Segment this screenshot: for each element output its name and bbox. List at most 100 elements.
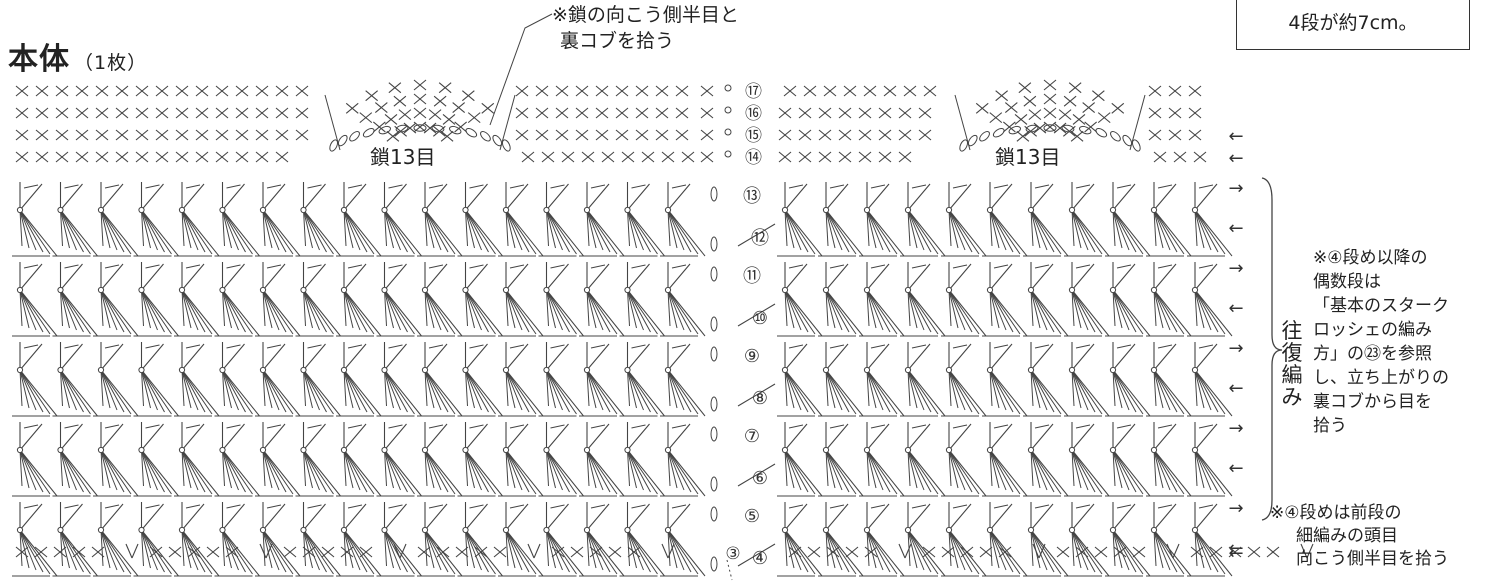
junction-dot <box>1068 206 1076 214</box>
row-number: ⑪ <box>743 266 761 287</box>
junction-dot <box>624 206 631 214</box>
increase-mark <box>259 543 267 559</box>
junction-dot <box>904 446 912 454</box>
junction-dot <box>340 526 348 534</box>
junction-dot <box>138 206 145 214</box>
arc-outline <box>1129 94 1146 151</box>
junction-dot <box>945 206 953 214</box>
top-note-line: 裏コブを拾う <box>560 30 675 52</box>
junction-dot <box>781 446 789 454</box>
diag-connector <box>737 223 776 247</box>
chain-stitch <box>1008 125 1021 135</box>
junction-dot <box>57 526 64 534</box>
junction-dot <box>781 526 789 534</box>
junction-dot <box>583 526 591 534</box>
junction-dot <box>57 366 64 374</box>
bottom-note: ※④段めは前段の 細編みの頭目 向こう側半目を拾う <box>1270 502 1449 571</box>
junction-dot <box>138 286 145 294</box>
row-arrow: → <box>1228 418 1243 439</box>
junction-dot <box>543 366 550 374</box>
junction-dot <box>664 206 672 214</box>
row-number: ⑥ <box>752 468 768 489</box>
chain-stitch <box>1131 139 1141 152</box>
junction-dot <box>138 446 145 454</box>
turn-chain <box>710 236 718 252</box>
junction-dot <box>502 526 510 534</box>
chain-label-left: 鎖13目 <box>370 145 436 169</box>
chain-stitch <box>959 139 969 152</box>
bottom-note-line: 細編みの頭目 <box>1296 526 1398 546</box>
right-note: ※④段め以降の 偶数段は 「基本のスターク ロッシェの編み 方」の㉓を参照 し、… <box>1313 246 1449 438</box>
junction-dot <box>259 206 267 214</box>
chain-stitch <box>362 128 375 138</box>
junction-dot <box>16 446 24 454</box>
turn-chain <box>710 266 718 282</box>
chain-mark <box>724 106 732 114</box>
turn-chain <box>710 346 718 362</box>
junction-dot <box>259 366 267 374</box>
row-number: ⑨ <box>744 346 760 367</box>
junction-dot <box>421 366 429 374</box>
junction-dot <box>945 446 953 454</box>
chain-stitch <box>1061 124 1075 133</box>
row-number: ⑬ <box>743 186 761 207</box>
right-bracket <box>1261 177 1283 521</box>
junction-dot <box>986 286 994 294</box>
diag-connector <box>737 383 776 407</box>
side-label: 往復編み <box>1281 319 1303 409</box>
junction-dot <box>583 366 591 374</box>
junction-dot <box>1191 446 1199 454</box>
junction-dot <box>178 286 186 294</box>
junction-dot <box>138 526 145 534</box>
junction-dot <box>57 286 64 294</box>
page-title: 本体（1枚） <box>8 34 147 78</box>
chain-stitch <box>349 131 360 142</box>
junction-dot <box>97 286 105 294</box>
junction-dot <box>1068 446 1076 454</box>
junction-dot <box>822 286 830 294</box>
junction-dot <box>863 286 871 294</box>
chain-stitch <box>1079 125 1092 135</box>
junction-dot <box>1109 206 1117 214</box>
junction-dot <box>259 286 267 294</box>
increase-mark <box>393 543 401 559</box>
junction-dot <box>1068 526 1076 534</box>
gauge-note-box: 4段が約7cm。 <box>1236 0 1470 50</box>
chain-stitch <box>395 124 409 133</box>
row-number: ⑩ <box>752 308 768 329</box>
bottom-note-line: ※④段めは前段の <box>1270 503 1402 523</box>
chain-stitch <box>501 139 511 152</box>
junction-dot <box>16 366 24 374</box>
arc-outline <box>954 94 971 151</box>
junction-dot <box>1027 206 1035 214</box>
junction-dot <box>822 366 830 374</box>
junction-dot <box>1191 286 1199 294</box>
junction-dot <box>97 526 105 534</box>
junction-dot <box>462 526 469 534</box>
junction-dot <box>1109 446 1117 454</box>
top-note: ※鎖の向こう側半目と 裏コブを拾う <box>552 2 739 54</box>
increase-mark <box>1032 543 1040 559</box>
junction-dot <box>97 366 105 374</box>
turn-chain <box>710 186 718 202</box>
junction-dot <box>904 206 912 214</box>
junction-dot <box>1150 286 1158 294</box>
turn-chain <box>710 556 718 572</box>
junction-dot <box>219 446 226 454</box>
junction-dot <box>945 366 953 374</box>
junction-dot <box>502 446 510 454</box>
junction-dot <box>57 446 64 454</box>
junction-dot <box>462 446 469 454</box>
chain-stitch <box>431 124 445 133</box>
junction-dot <box>462 286 469 294</box>
row-arrow: → <box>1228 498 1243 519</box>
right-note-line: ※④段め以降の <box>1313 248 1428 268</box>
junction-dot <box>624 366 631 374</box>
junction-dot <box>381 366 388 374</box>
turn-chain <box>710 476 718 492</box>
right-note-line: し、立ち上がりの <box>1313 368 1449 388</box>
row-number: ③ <box>725 544 740 564</box>
chain-stitch <box>1043 124 1057 132</box>
diag-connector <box>737 303 776 327</box>
junction-dot <box>624 286 631 294</box>
